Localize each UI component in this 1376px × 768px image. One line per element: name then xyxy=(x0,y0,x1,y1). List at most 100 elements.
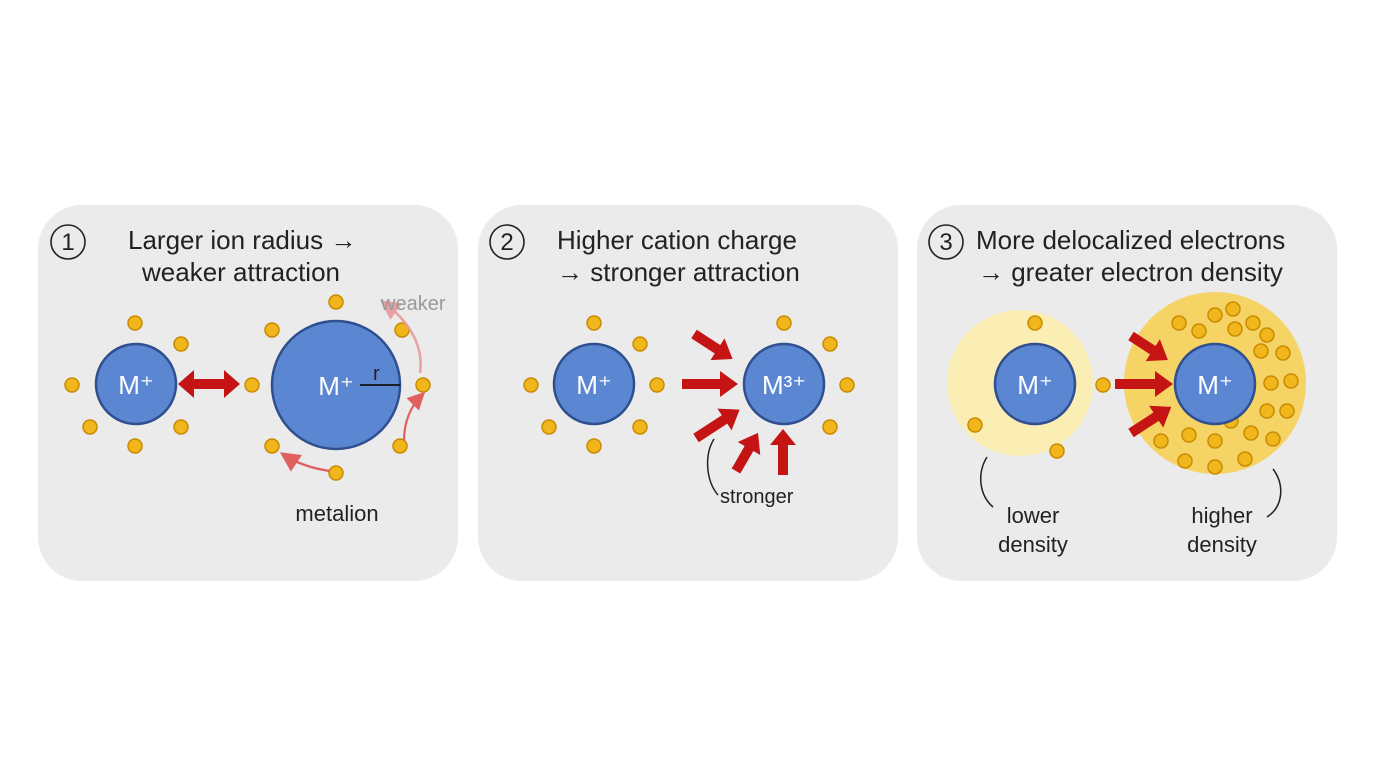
electron xyxy=(1027,315,1043,331)
electron xyxy=(264,438,280,454)
panel-title-line-1: Higher cation charge xyxy=(557,225,797,255)
electron xyxy=(127,438,143,454)
panel-3-diagram: 3 More delocalized electrons → greater e… xyxy=(928,224,1306,557)
electron xyxy=(328,294,344,310)
small-ion-label: M⁺ xyxy=(118,370,153,400)
electron xyxy=(1259,403,1275,419)
higher-label: higher xyxy=(1191,503,1252,528)
double-arrow-icon xyxy=(178,370,240,398)
electron xyxy=(1207,307,1223,323)
arrow-icon xyxy=(770,429,796,475)
electron xyxy=(392,438,408,454)
right-ion-label: M⁺ xyxy=(1197,370,1232,400)
electron xyxy=(264,322,280,338)
small-ion-electrons xyxy=(64,315,189,454)
electron xyxy=(1245,315,1261,331)
electron xyxy=(1283,373,1299,389)
electron xyxy=(415,377,431,393)
electron xyxy=(1171,315,1187,331)
panel-title-line-2: weaker attraction xyxy=(141,257,340,287)
electron xyxy=(64,377,80,393)
arrow-icon xyxy=(693,408,740,443)
electron xyxy=(173,336,189,352)
step-number-badge xyxy=(928,224,964,260)
electron xyxy=(1153,433,1169,449)
electron xyxy=(822,419,838,435)
electron xyxy=(523,377,539,393)
right-ion-label: M³⁺ xyxy=(762,370,806,400)
stronger-label: stronger xyxy=(720,486,794,508)
electron xyxy=(1095,377,1111,393)
electron xyxy=(541,419,557,435)
weaker-curve-arrow xyxy=(379,300,422,374)
panel-title-line-2: → stronger attraction xyxy=(557,257,800,287)
arrow-icon xyxy=(1115,371,1173,397)
lower-label: lower xyxy=(1007,503,1060,528)
panel-2-diagram: 2 Higher cation charge → stronger attrac… xyxy=(489,224,855,508)
panel-ion-radius: 1 Larger ion radius → weaker attraction … xyxy=(38,205,458,581)
radius-label: r xyxy=(373,363,380,385)
lower-density-bracket xyxy=(980,456,994,508)
electron xyxy=(586,438,602,454)
high-density-electrons xyxy=(1153,301,1299,475)
arrow-icon xyxy=(1128,331,1168,362)
density-arrows xyxy=(1115,331,1173,438)
electron xyxy=(1049,443,1065,459)
panel-title-line-2: → greater electron density xyxy=(978,257,1283,287)
electron xyxy=(822,336,838,352)
electron xyxy=(1265,431,1281,447)
electron xyxy=(967,417,983,433)
electron xyxy=(1191,323,1207,339)
electron xyxy=(632,419,648,435)
arrow-icon xyxy=(731,432,761,474)
large-ion-electrons xyxy=(244,294,431,481)
electron xyxy=(1227,321,1243,337)
electron xyxy=(1243,425,1259,441)
electron xyxy=(127,315,143,331)
electron xyxy=(649,377,665,393)
left-metal-ion xyxy=(552,342,636,426)
electron xyxy=(173,419,189,435)
electron xyxy=(1181,427,1197,443)
electron xyxy=(1253,343,1269,359)
electron xyxy=(1177,453,1193,469)
electron xyxy=(244,377,260,393)
left-metal-ion xyxy=(993,342,1077,426)
electron xyxy=(1259,327,1275,343)
electron xyxy=(1275,345,1291,361)
electron xyxy=(1263,375,1279,391)
electron xyxy=(1207,433,1223,449)
electron xyxy=(1207,459,1223,475)
large-ion-label: M⁺ xyxy=(318,371,353,401)
electron xyxy=(632,336,648,352)
electron xyxy=(328,465,344,481)
small-metal-ion xyxy=(94,342,178,426)
converging-arrows xyxy=(682,329,796,475)
left-ion-label: M⁺ xyxy=(1017,370,1052,400)
higher-density-label: density xyxy=(1187,532,1257,557)
low-density-electrons xyxy=(967,315,1111,459)
higher-density-bracket xyxy=(1266,468,1282,518)
step-number: 1 xyxy=(61,229,74,256)
metal-ion-label: metalion xyxy=(295,501,378,526)
right-metal-ion xyxy=(1173,342,1257,426)
electron xyxy=(1225,301,1241,317)
panel-title-line-1: More delocalized electrons xyxy=(976,225,1285,255)
weaker-label: weaker xyxy=(380,293,446,315)
panel-title-line-1: Larger ion radius → xyxy=(128,225,356,255)
step-number-badge xyxy=(50,224,86,260)
stronger-bracket xyxy=(706,438,719,496)
arrow-icon xyxy=(682,371,738,397)
electron xyxy=(586,315,602,331)
left-ion-label: M⁺ xyxy=(576,370,611,400)
electron xyxy=(776,315,792,331)
bottom-curve-arrow xyxy=(279,452,331,473)
electron xyxy=(839,377,855,393)
panel-cation-charge: 2 Higher cation charge → stronger attrac… xyxy=(478,205,898,581)
step-number: 3 xyxy=(939,229,952,256)
left-ion-electrons xyxy=(523,315,665,454)
outer-curve-arrow xyxy=(402,391,426,442)
panel-electron-density: 3 More delocalized electrons → greater e… xyxy=(917,205,1337,581)
step-number-badge xyxy=(489,224,525,260)
step-number: 2 xyxy=(500,229,513,256)
